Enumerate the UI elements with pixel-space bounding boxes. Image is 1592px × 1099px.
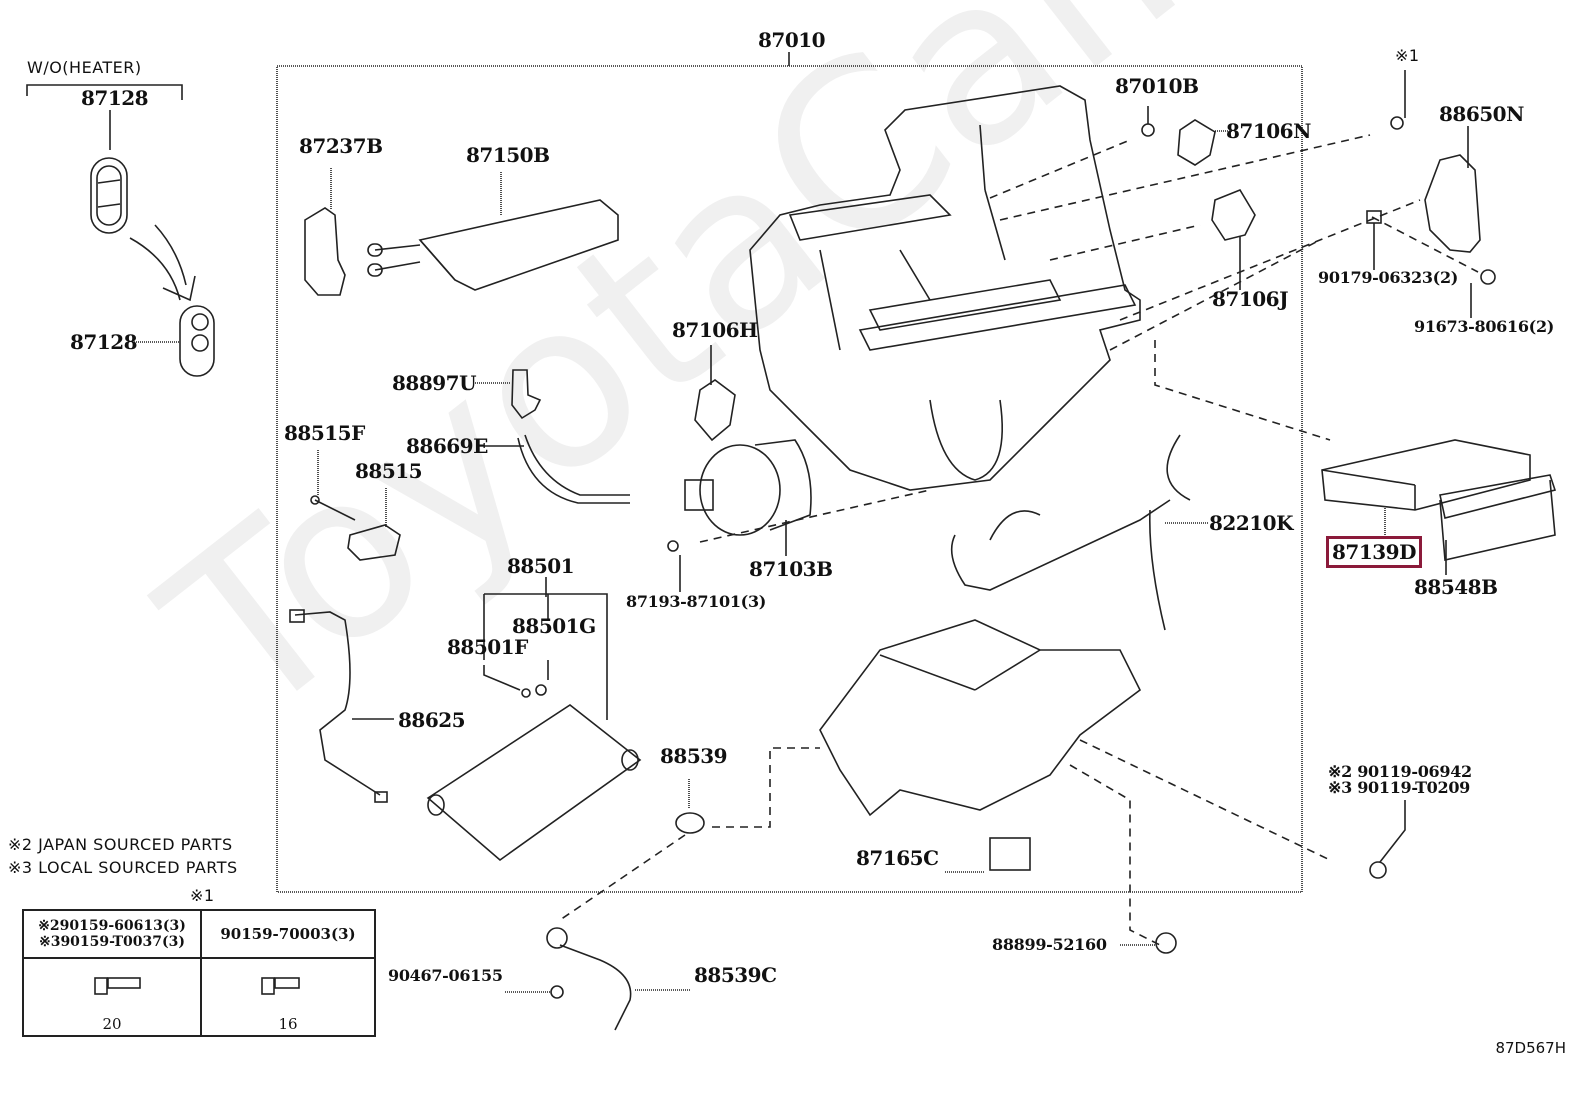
- group-label-wo-heater: W/O(HEATER): [27, 58, 142, 77]
- part-91673-80616[interactable]: 91673-80616(2): [1414, 317, 1555, 336]
- arrow: [129, 237, 181, 301]
- fitting-88539: [675, 812, 705, 834]
- assembly-frame: [276, 65, 1303, 893]
- clamp-88515: [347, 524, 401, 561]
- part-90179-06323[interactable]: 90179-06323(2): [1318, 268, 1459, 287]
- lower-case: [819, 619, 1142, 817]
- part-87106H[interactable]: 87106H: [672, 318, 758, 342]
- diagram-id: 87D567H: [1495, 1039, 1566, 1057]
- part-82210K[interactable]: 82210K: [1209, 511, 1293, 535]
- part-87010B[interactable]: 87010B: [1115, 74, 1199, 98]
- part-88650N[interactable]: 88650N: [1439, 102, 1524, 126]
- part-88625[interactable]: 88625: [398, 708, 466, 732]
- cabin-filter-87139D: [1321, 439, 1531, 511]
- filter-cover-88548B: [1439, 474, 1557, 561]
- part-90467-06155[interactable]: 90467-06155: [388, 966, 503, 985]
- note-local-sourced: ※3 LOCAL SOURCED PARTS: [8, 858, 238, 877]
- part-87106N[interactable]: 87106N: [1226, 119, 1311, 143]
- part-88501F[interactable]: 88501F: [447, 635, 528, 659]
- bolt-table-col2[interactable]: 90159-70003(3): [200, 909, 376, 959]
- grommet-bottom: [179, 305, 215, 377]
- evaporator: [426, 704, 642, 862]
- note-japan-sourced: ※2 JAPAN SOURCED PARTS: [8, 835, 233, 854]
- part-87150B[interactable]: 87150B: [466, 143, 550, 167]
- part-87237B[interactable]: 87237B: [299, 134, 383, 158]
- part-88548B[interactable]: 88548B: [1414, 575, 1498, 599]
- valve-88897U: [511, 369, 542, 420]
- label-87010: 87010: [758, 28, 826, 52]
- bolt-length-16: 16: [278, 1015, 298, 1033]
- part-87128-bottom[interactable]: 87128: [70, 330, 138, 354]
- servo-87106J: [1211, 189, 1256, 241]
- bolt-table: ※290159-60613(3) ※390159-T0037(3) 90159-…: [22, 909, 376, 1037]
- pipe-88539C: [559, 944, 632, 1031]
- part-88515[interactable]: 88515: [355, 459, 423, 483]
- part-87139D-highlighted[interactable]: 87139D: [1326, 536, 1422, 568]
- screw-87010B: [1141, 123, 1155, 137]
- heater-core-87150B: [418, 199, 619, 291]
- part-88897U[interactable]: 88897U: [392, 371, 477, 395]
- part-87106J[interactable]: 87106J: [1212, 287, 1289, 311]
- part-88899-52160[interactable]: 88899-52160: [992, 935, 1107, 954]
- bolt-table-col1-line2[interactable]: ※390159-T0037(3): [38, 934, 186, 950]
- part-87103B[interactable]: 87103B: [749, 557, 833, 581]
- group-bracket: [26, 84, 183, 100]
- part-88539[interactable]: 88539: [660, 744, 728, 768]
- part-87165C[interactable]: 87165C: [856, 846, 939, 870]
- harness-82210K: [950, 434, 1191, 631]
- servo-87106N: [1177, 119, 1216, 166]
- part-88669E[interactable]: 88669E: [406, 434, 488, 458]
- ecu-88650N: [1424, 154, 1481, 253]
- hvac-case-87010: [749, 85, 1141, 491]
- blower-motor-87103B: [684, 439, 812, 536]
- part-88501G[interactable]: 88501G: [512, 614, 596, 638]
- part-88501[interactable]: 88501: [507, 554, 575, 578]
- part-87128-top[interactable]: 87128: [81, 86, 149, 110]
- bolt-length-20: 20: [102, 1015, 122, 1033]
- part-90119-06942[interactable]: ※2 90119-06942: [1328, 762, 1472, 781]
- grommet-top: [90, 157, 128, 234]
- part-90119-T0209[interactable]: ※3 90119-T0209: [1328, 778, 1471, 797]
- part-88515F[interactable]: 88515F: [284, 421, 365, 445]
- clip-88899: [1155, 932, 1177, 954]
- note-star1-top: ※1: [1395, 46, 1420, 65]
- resistor-87165C: [989, 837, 1031, 871]
- screw-90119: [1369, 861, 1387, 879]
- hose-88669E: [524, 434, 630, 496]
- part-87193-87101[interactable]: 87193-87101(3): [626, 592, 767, 611]
- note-star1-table: ※1: [190, 886, 215, 905]
- bracket-87237B: [304, 207, 346, 296]
- part-88539C[interactable]: 88539C: [694, 963, 777, 987]
- sensor-88625: [294, 611, 381, 796]
- bolt-table-col1-line1[interactable]: ※290159-60613(3): [38, 918, 186, 934]
- servo-87106H: [694, 379, 736, 442]
